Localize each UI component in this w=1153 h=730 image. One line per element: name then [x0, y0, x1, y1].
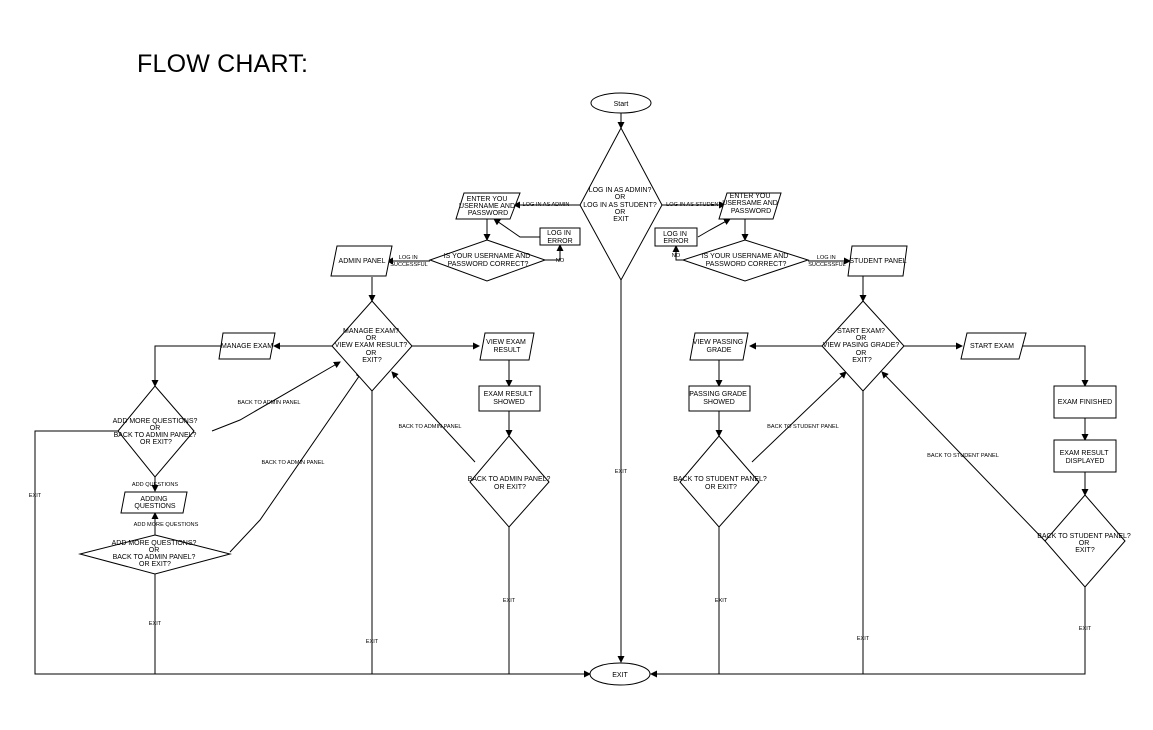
- exam-result-displayed-label: EXAM RESULT DISPLAYED: [1060, 450, 1111, 465]
- passing-grade-showed-label: PASSING GRADE SHOWED: [689, 391, 748, 406]
- edge-left-exit: [34, 430, 591, 678]
- add-more-1-diamond: [117, 385, 195, 478]
- back-admin-diamond: [469, 435, 550, 528]
- student-enter-shape: [718, 192, 782, 220]
- edge-label-admin-login-successful: LOG IN SUCCESSFUL: [390, 255, 428, 268]
- edge-label-back-to-student-panel-2: BACK TO STUDENT PANEL: [927, 453, 999, 459]
- back-student-1-diamond: [679, 435, 760, 528]
- connectors: [34, 113, 1089, 678]
- admin-enter-shape: [455, 192, 521, 220]
- edge-label-student-login-successful: LOG IN SUCCESSFUL: [808, 255, 846, 268]
- admin-error-label: LOG IN ERROR: [547, 230, 573, 245]
- student-enter-label: ENTER YOU USERSAME AND PASSWORD: [722, 193, 780, 215]
- edge-label-main-exit: EXIT: [615, 469, 628, 475]
- student-decision-label: START EXAM? OR VIEW PASING GRADE? OR EXI…: [823, 328, 901, 364]
- add-more-1-label: ADD MORE QUESTIONS? OR BACK TO ADMIN PAN…: [113, 418, 200, 446]
- view-passing-grade-label: VIEW PASSING GRADE: [693, 339, 745, 354]
- manage-exam-label: MANAGE EXAM: [221, 343, 273, 350]
- edge-admin-no-error: [545, 244, 564, 261]
- back-admin-label: BACK TO ADMIN PANEL? OR EXIT?: [468, 476, 553, 491]
- main-decision-diamond: [579, 126, 663, 282]
- edge-back-student1-decision: [751, 371, 847, 463]
- student-panel-label: STUDENT PANEL: [849, 258, 906, 265]
- edge-label-back-to-student-panel-1: BACK TO STUDENT PANEL: [767, 424, 839, 430]
- edge-label-view-result-exit: EXIT: [503, 598, 516, 604]
- edge-label-exam-exit: EXIT: [1079, 626, 1092, 632]
- edge-label-admin-exit: EXIT: [366, 639, 379, 645]
- student-error-label: LOG IN ERROR: [663, 231, 689, 245]
- admin-enter-label: ENTER YOU USERNAME AND PASSWORD: [459, 196, 517, 217]
- admin-check-label: IS YOUR USERNAME AND PASSWORD CORRECT?: [444, 253, 533, 268]
- edge-label-left-exit: EXIT: [29, 493, 42, 499]
- adding-questions-shape: [120, 491, 188, 514]
- add-more-2-diamond: [78, 534, 232, 575]
- edge-label-back-to-admin-panel-1: BACK TO ADMIN PANEL: [237, 400, 300, 406]
- start-terminal: [590, 92, 652, 114]
- student-panel-shape: [847, 245, 908, 277]
- edge-label-student-exit: EXIT: [857, 636, 870, 642]
- edge-label-log-in-as-student: LOG IN AS STUDENT: [666, 202, 722, 208]
- admin-error-shape: [539, 227, 581, 246]
- student-decision-diamond: [821, 300, 905, 392]
- adding-questions-label: ADDING QUESTIONS: [134, 496, 176, 510]
- edge-label-passing-exit: EXIT: [715, 598, 728, 604]
- student-check-diamond: [681, 239, 810, 282]
- edge-addmore-back-admin: [211, 361, 341, 432]
- manage-exam-shape: [218, 332, 276, 360]
- edge-label-back-to-admin-panel-3: BACK TO ADMIN PANEL: [398, 424, 461, 430]
- student-error-shape: [654, 227, 698, 247]
- admin-decision-label: MANAGE EXAM? OR VIEW EXAM RESULT? OR EXI…: [335, 328, 410, 364]
- back-student-1-label: BACK TO STUDENT PANEL? OR EXIT?: [673, 476, 769, 491]
- node-labels: Start LOG IN AS ADMIN? OR LOG IN AS STUD…: [112, 101, 1133, 679]
- view-exam-result-shape: [479, 332, 535, 361]
- exit-terminal: [589, 662, 651, 686]
- edge-label-admin-no: NO: [556, 258, 565, 264]
- student-check-label: IS YOUR USERNAME AND PASSWORD CORRECT?: [702, 253, 791, 268]
- edge-label-log-in-as-admin: LOG IN AS ADMIN: [523, 202, 570, 208]
- main-decision-label: LOG IN AS ADMIN? OR LOG IN AS STUDENT? O…: [583, 187, 658, 223]
- exam-result-showed-shape: [478, 385, 541, 412]
- view-passing-grade-shape: [689, 332, 749, 361]
- start-exam-shape: [960, 332, 1027, 360]
- admin-panel-shape: [330, 245, 393, 277]
- edge-student-error-enter: [697, 218, 731, 238]
- admin-check-diamond: [428, 239, 547, 282]
- back-student-2-label: BACK TO STUDENT PANEL? OR EXIT?: [1037, 533, 1133, 554]
- edge-labels: LOG IN AS ADMIN LOG IN AS STUDENT LOG IN…: [29, 202, 1092, 645]
- edge-back-admin-decision: [391, 371, 476, 463]
- start-exam-label: START EXAM: [970, 343, 1014, 350]
- exit-label: EXIT: [612, 672, 628, 679]
- edge-manage-addmore: [151, 345, 222, 387]
- shapes: [78, 92, 1126, 686]
- add-more-2-label: ADD MORE QUESTIONS? OR BACK TO ADMIN PAN…: [112, 540, 199, 568]
- admin-panel-label: ADMIN PANEL: [339, 258, 386, 265]
- edge-start-finished: [1018, 345, 1089, 387]
- edge-label-add-more-questions: ADD MORE QUESTIONS: [134, 522, 199, 528]
- edge-label-back-to-admin-panel-2: BACK TO ADMIN PANEL: [261, 460, 324, 466]
- exam-finished-shape: [1053, 385, 1117, 419]
- edge-back-student2-decision: [881, 371, 1046, 542]
- exam-result-showed-label: EXAM RESULT SHOWED: [484, 391, 535, 406]
- exam-finished-label: EXAM FINISHED: [1058, 399, 1112, 406]
- edge-label-add-more-exit: EXIT: [149, 621, 162, 627]
- view-exam-result-label: VIEW EXAM RESULT: [486, 339, 528, 354]
- back-student-2-diamond: [1044, 494, 1126, 588]
- edge-label-student-no: NO: [672, 253, 681, 259]
- edge-label-add-questions: ADD QUESTIONS: [132, 482, 179, 488]
- page-title: FLOW CHART:: [137, 50, 309, 78]
- start-label: Start: [614, 101, 629, 108]
- edge-addmore2-back-admin: [229, 371, 363, 553]
- exam-result-displayed-shape: [1053, 439, 1117, 473]
- passing-grade-showed-shape: [688, 385, 751, 412]
- admin-decision-diamond: [331, 300, 413, 392]
- edge-back-student2-exit: [650, 587, 1086, 678]
- edge-admin-error-enter: [493, 218, 540, 238]
